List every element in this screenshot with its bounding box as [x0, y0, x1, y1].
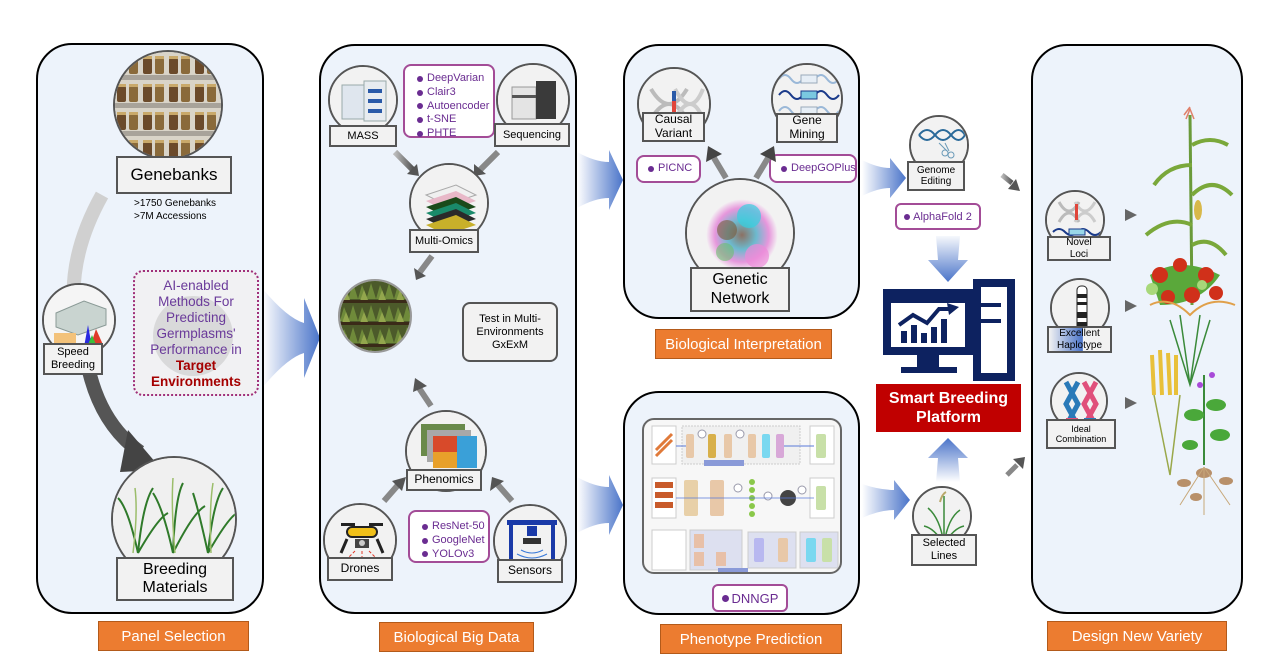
field-trial-image: [338, 279, 412, 353]
drones-label: Drones: [327, 557, 393, 581]
smart-platform-computer-icon: [883, 279, 1015, 381]
bullet-icon: [721, 594, 729, 602]
genebanks-label: Genebanks: [116, 156, 232, 194]
test-line-3: GxExM: [491, 339, 529, 351]
method-picnc: PICNC: [648, 162, 692, 176]
arrow-seq-to-omics: [474, 150, 500, 176]
novel-loci-label: Novel Loci: [1047, 236, 1111, 261]
speed-breeding-label: Speed Breeding: [43, 343, 103, 375]
flow-arrow-to-platform: [928, 236, 968, 282]
novel-loci-text: Novel Loci: [1066, 237, 1092, 260]
genebanks-count: >1750 Genebanks: [134, 198, 217, 209]
arrow-lines-to-variety: [1005, 457, 1025, 477]
ai-question-box: AI-enabled Methods For Predicting Germpl…: [133, 270, 259, 396]
tag-phenotype-prediction: Phenotype Prediction: [660, 624, 842, 654]
causal-variant-label: Causal Variant: [642, 112, 705, 142]
arrow-drones-to-pheno: [381, 477, 406, 503]
ai-target-1: Target: [175, 358, 217, 373]
method-resnet: ResNet-50: [422, 520, 488, 534]
method-deepvarian: DeepVarian: [417, 72, 493, 86]
accessions-count: >7M Accessions: [134, 211, 207, 222]
ai-line-2: Methods For: [158, 294, 234, 309]
genetic-network-text: Genetic Network: [710, 271, 770, 307]
arrow-haplotype-to-plants: [1111, 300, 1137, 312]
platform-line-1: Smart Breeding: [888, 390, 1009, 407]
ideal-combination-label: Ideal Combination: [1046, 419, 1116, 449]
flow-arrow-to-prediction: [577, 475, 623, 535]
smart-platform-label: Smart Breeding Platform: [876, 384, 1021, 432]
phenomics-label: Phenomics: [406, 469, 482, 491]
arrow-sensors-to-pheno: [490, 477, 515, 503]
arrow-pheno-to-field: [413, 378, 434, 408]
method-dnngp: DNNGP: [731, 590, 779, 606]
sensors-label: Sensors: [497, 559, 563, 583]
flow-arrow-to-big-data: [262, 288, 320, 388]
breeding-materials-text: Breeding Materials: [142, 560, 208, 596]
platform-line-2: Platform: [916, 409, 981, 426]
bullet-icon: [904, 213, 911, 220]
omics-methods-box: DeepVarian Clair3 Autoencoder t-SNE PHTE: [403, 64, 495, 141]
arrow-combination-to-plants: [1111, 397, 1137, 409]
sequencing-label: Sequencing: [494, 123, 570, 147]
arrow-network-to-gene: [753, 146, 776, 180]
flow-arrow-to-genome-editing: [862, 158, 906, 198]
test-multi-env-box: Test in Multi- Environments GxExM: [462, 302, 558, 362]
deepgoplus-box: DeepGOPlus: [769, 154, 857, 183]
tag-panel-selection: Panel Selection: [98, 621, 249, 651]
mass-spec-image: [328, 65, 398, 135]
tag-biological-interpretation: Biological Interpretation: [655, 329, 832, 359]
genome-editing-label: Genome Editing: [907, 161, 965, 191]
arrow-omics-to-field: [414, 254, 435, 280]
selected-lines-text: Selected Lines: [922, 537, 966, 562]
genetic-network-label: Genetic Network: [690, 267, 790, 312]
selected-lines-label: Selected Lines: [911, 534, 977, 566]
ai-line-5: Performance in: [150, 342, 242, 357]
ai-line-1: AI-enabled: [163, 278, 229, 293]
method-phte: PHTE: [417, 127, 493, 141]
flow-arrow-lines-to-platform: [928, 438, 968, 482]
ai-line-4: Germplasms': [156, 326, 236, 341]
speed-breeding-text: Speed Breeding: [50, 346, 96, 371]
genome-editing-text: Genome Editing: [916, 164, 956, 188]
arrow-editing-to-variety: [1000, 173, 1020, 191]
question-mark-icon: [153, 296, 233, 376]
mass-label: MASS: [329, 125, 397, 147]
method-deepgoplus: DeepGOPlus: [781, 162, 856, 176]
arrow-loci-to-plants: [1111, 209, 1137, 221]
method-autoencoder: Autoencoder: [417, 100, 493, 114]
ai-line-3: Predicting: [165, 310, 227, 325]
picnc-box: PICNC: [636, 155, 701, 183]
excellent-haplotype-text: Excellent Haplotype: [1056, 328, 1103, 351]
crop-plants-illustration: [1144, 106, 1236, 515]
method-tsne: t-SNE: [417, 113, 493, 127]
gene-mining-label: Gene Mining: [776, 113, 838, 143]
test-line-1: Test in Multi-: [479, 313, 541, 325]
gene-mining-text: Gene Mining: [789, 113, 825, 141]
dnngp-architecture-diagram: [642, 418, 842, 574]
genebanks-image: [113, 50, 223, 160]
method-yolov3: YOLOv3: [422, 548, 488, 562]
test-line-2: Environments: [476, 326, 544, 338]
ai-target-2: Environments: [150, 374, 242, 389]
multi-omics-label: Multi-Omics: [409, 229, 479, 253]
ideal-combination-text: Ideal Combination: [1055, 423, 1107, 444]
arrow-network-to-variant: [706, 146, 729, 180]
genebanks-stats: >1750 Genebanks >7M Accessions: [134, 197, 216, 223]
flow-arrow-to-interpretation: [577, 150, 623, 210]
excellent-haplotype-label: Excellent Haplotype: [1047, 326, 1112, 353]
method-clair3: Clair3: [417, 86, 493, 100]
method-googlenet: GoogleNet: [422, 534, 488, 548]
method-alphafold: AlphaFold 2: [913, 210, 972, 223]
tag-biological-big-data: Biological Big Data: [379, 622, 534, 652]
causal-variant-text: Causal Variant: [654, 112, 693, 140]
flow-arrow-to-selected-lines: [862, 480, 910, 520]
arrow-mass-to-omics: [393, 150, 419, 176]
dnngp-box: DNNGP: [712, 584, 788, 612]
tag-design-new-variety: Design New Variety: [1047, 621, 1227, 651]
alphafold-box: AlphaFold 2: [895, 203, 981, 230]
pheno-methods-box: ResNet-50 GoogleNet YOLOv3: [408, 510, 490, 563]
breeding-materials-label: Breeding Materials: [116, 557, 234, 601]
